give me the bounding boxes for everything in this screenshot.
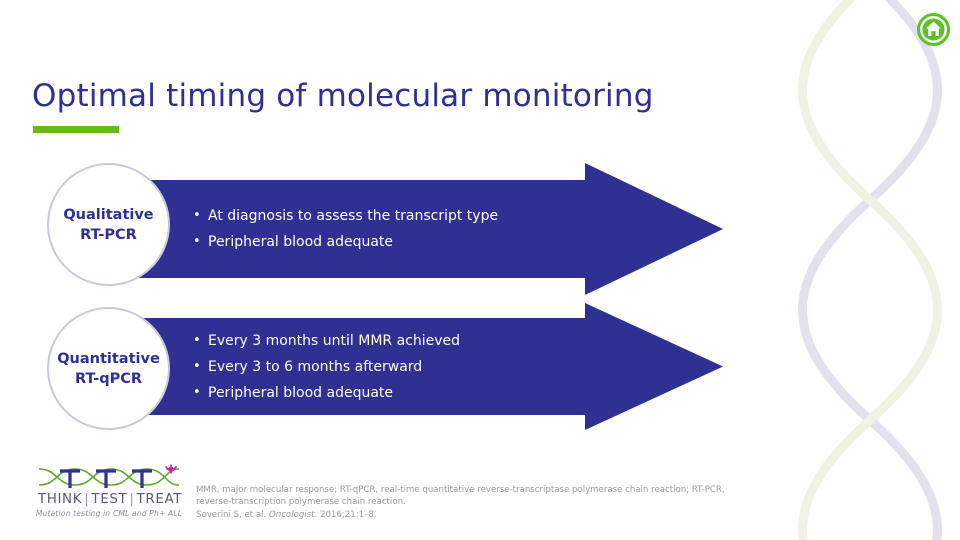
page-title: Optimal timing of molecular monitoring [32, 78, 654, 114]
list-item: • Every 3 months until MMR achieved [192, 328, 622, 354]
footnote-abbreviations-line2: reverse-transcription polymerase chain r… [196, 497, 406, 508]
node-circle-quantitative: Quantitative RT-qPCR [47, 307, 170, 430]
bullet-dot-icon: • [193, 385, 201, 400]
list-item-text: Peripheral blood adequate [208, 234, 394, 250]
bullet-dot-icon: • [193, 359, 201, 374]
list-item-text: Every 3 months until MMR achieved [208, 333, 461, 349]
citation-journal: Oncologist [269, 509, 315, 520]
list-item-text: Every 3 to 6 months afterward [208, 359, 423, 375]
node-circle-qualitative: Qualitative RT-PCR [47, 163, 170, 286]
logo-word-test: TEST [91, 491, 128, 507]
bullet-dot-icon: • [193, 333, 201, 348]
dna-helix-background-icon [798, 0, 942, 540]
node-circle-label: Qualitative RT-PCR [63, 206, 154, 243]
bullet-list-quantitative: • Every 3 months until MMR achieved • Ev… [192, 328, 622, 406]
right-arrow-shape [108, 163, 723, 295]
list-item: • Peripheral blood adequate [192, 380, 622, 406]
logo-asterisk-icon [164, 464, 178, 474]
process-row-quantitative: Quantitative RT-qPCR • Every 3 months un… [0, 303, 760, 430]
bullet-dot-icon: • [193, 208, 201, 223]
logo-tagline: Mutation testing in CML and Ph+ ALL [35, 509, 183, 518]
logo-wordmark: THINK|TEST|TREAT [35, 491, 185, 507]
process-row-qualitative: Qualitative RT-PCR • At diagnosis to ass… [0, 163, 760, 295]
bullet-dot-icon: • [193, 234, 201, 249]
logo-word-treat: TREAT [136, 491, 183, 507]
footnote-citation: Soverini S, et al. Oncologist. 2016;21:1… [196, 509, 846, 521]
logo-separator: | [84, 491, 90, 507]
list-item: • At diagnosis to assess the transcript … [192, 203, 622, 229]
list-item-text: At diagnosis to assess the transcript ty… [208, 208, 499, 224]
list-item: • Every 3 to 6 months afterward [192, 354, 622, 380]
list-item: • Peripheral blood adequate [192, 229, 622, 255]
list-item-text: Peripheral blood adequate [208, 385, 394, 401]
logo-dna-helix-icon [38, 464, 180, 488]
think-test-treat-logo: THINK|TEST|TREAT Mutation testing in CML… [31, 463, 186, 523]
bullet-list-qualitative: • At diagnosis to assess the transcript … [192, 203, 622, 255]
title-underline-rule [33, 126, 119, 133]
logo-separator: | [129, 491, 135, 507]
home-icon[interactable] [917, 13, 950, 46]
logo-word-think: THINK [37, 491, 83, 507]
footnote-block: MMR, major molecular response; RT-qPCR, … [196, 484, 846, 521]
citation-details: . 2016;21:1–8. [314, 509, 377, 520]
footnote-abbreviations-line1: MMR, major molecular response; RT-qPCR, … [196, 485, 725, 495]
right-arrow-shape [108, 303, 723, 430]
node-circle-label: Quantitative RT-qPCR [57, 350, 160, 387]
citation-authors: Soverini S, et al. [196, 509, 269, 520]
